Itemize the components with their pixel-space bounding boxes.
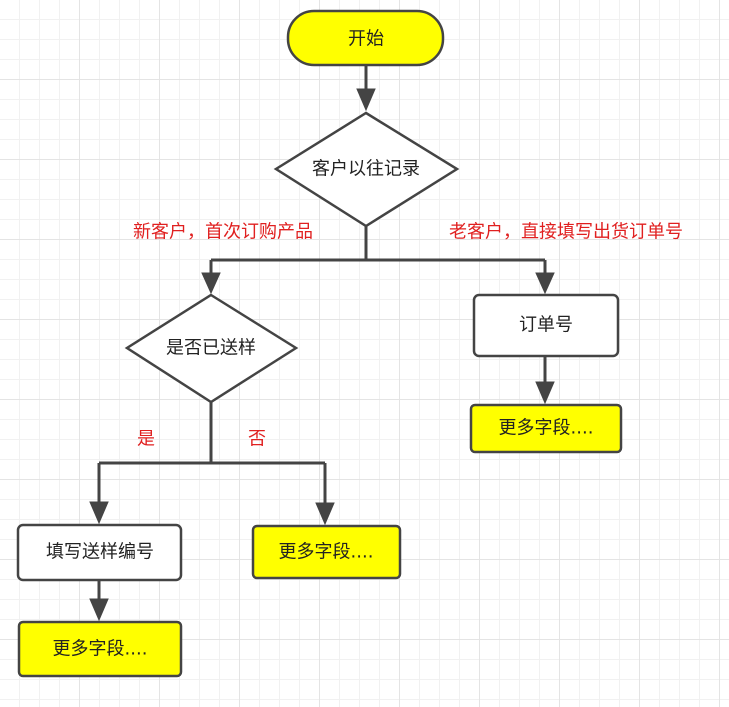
- more-fields-no-sample-shape: [251, 524, 402, 580]
- decision-sample-label: 是否已送样: [166, 338, 256, 359]
- start-terminal-shape: [286, 9, 445, 67]
- old-customer-label: 老客户，直接填写出货订单号: [449, 222, 683, 243]
- arrowhead-more-order: [535, 381, 555, 405]
- decision-history-shape: [273, 111, 460, 228]
- more-fields-order-node[interactable]: 更多字段....: [469, 403, 623, 454]
- arrowhead-fill-sample: [89, 501, 109, 525]
- edges: [89, 65, 555, 622]
- more-fields-no-sample-node[interactable]: 更多字段....: [251, 524, 402, 580]
- more-fields-no-sample-label: 更多字段....: [279, 542, 374, 563]
- arrowhead-sample-decision: [201, 272, 221, 295]
- decision-history-node[interactable]: 客户以往记录: [273, 111, 460, 228]
- decision-sample-shape: [124, 293, 299, 404]
- more-fields-sample-label: 更多字段....: [53, 639, 148, 660]
- decision-history-label: 客户以往记录: [312, 159, 420, 180]
- fill-sample-number-node[interactable]: 填写送样编号: [16, 523, 183, 582]
- more-fields-order-label: 更多字段....: [499, 418, 594, 439]
- no-label: 否: [248, 429, 266, 450]
- fill-sample-number-shape: [16, 523, 183, 582]
- fill-sample-number-label: 填写送样编号: [46, 542, 154, 563]
- order-number-shape: [472, 293, 620, 358]
- start-label: 开始: [348, 29, 384, 50]
- new-customer-label: 新客户，首次订购产品: [133, 222, 313, 243]
- arrowhead-order-number: [535, 272, 555, 295]
- more-fields-sample-node[interactable]: 更多字段....: [17, 620, 183, 678]
- more-fields-sample-shape: [17, 620, 183, 678]
- more-fields-order-shape: [469, 403, 623, 454]
- start-node[interactable]: 开始: [286, 9, 445, 67]
- decision-sample-node[interactable]: 是否已送样: [124, 293, 299, 404]
- arrowhead-history: [356, 88, 376, 112]
- arrowhead-more-no-sample: [315, 502, 335, 526]
- yes-label: 是: [137, 429, 155, 450]
- arrowhead-more-sample: [89, 598, 109, 622]
- order-number-node[interactable]: 订单号: [472, 293, 620, 358]
- order-number-label: 订单号: [519, 315, 573, 336]
